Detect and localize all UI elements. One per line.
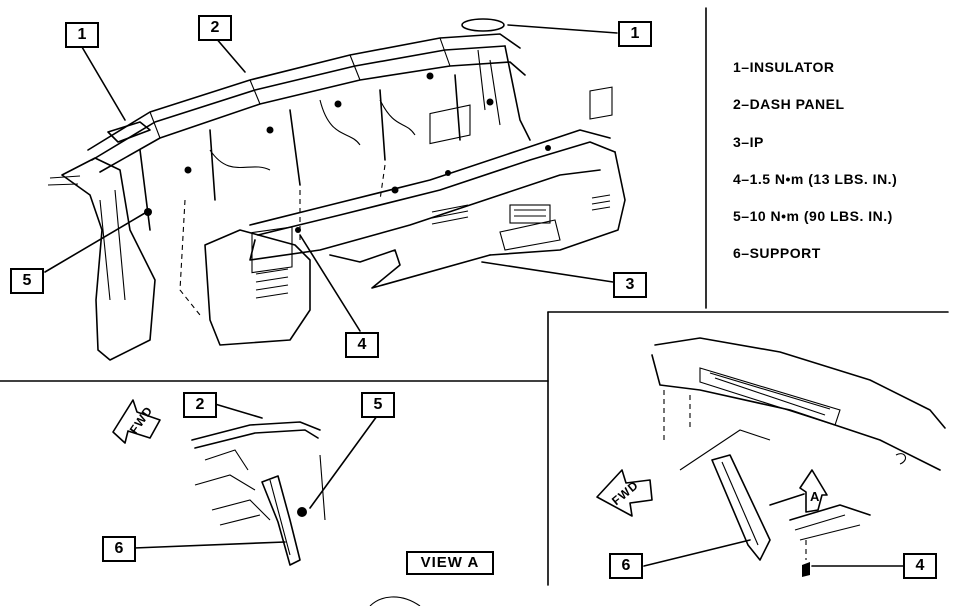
detail-view-drawing <box>596 337 946 577</box>
callout-3-ip: 3 <box>613 272 647 298</box>
legend-item-torque-4: 4–1.5 N•m (13 LBS. IN.) <box>733 170 898 187</box>
callout-4-main: 4 <box>345 332 379 358</box>
callout-4-detail: 4 <box>903 553 937 579</box>
partial-figure-bottom <box>369 596 421 606</box>
parts-legend: 1–INSULATOR 2–DASH PANEL 3–IP 4–1.5 N•m … <box>733 56 897 280</box>
callout-6-detail: 6 <box>609 553 643 579</box>
callout-2-view-a: 2 <box>183 392 217 418</box>
view-a-label: VIEW A <box>406 551 494 575</box>
callout-2-dash-panel: 2 <box>198 15 232 41</box>
legend-item-dash-panel: 2–DASH PANEL <box>733 96 845 113</box>
panel-dividers <box>0 7 949 586</box>
legend-item-torque-5: 5–10 N•m (90 LBS. IN.) <box>733 208 893 225</box>
legend-item-support: 6–SUPPORT <box>733 245 821 262</box>
callout-1-insulator: 1 <box>65 22 99 48</box>
callout-1-insulator-right: 1 <box>618 21 652 47</box>
legend-item-insulator: 1–INSULATOR <box>733 59 835 75</box>
detail-view-letter: A <box>810 489 821 504</box>
legend-item-ip: 3–IP <box>733 133 764 150</box>
callout-5-view-a: 5 <box>361 392 395 418</box>
callout-5-main: 5 <box>10 268 44 294</box>
callout-6-view-a: 6 <box>102 536 136 562</box>
instrument-panel-assembly <box>44 18 626 361</box>
view-a-drawing <box>112 399 378 566</box>
